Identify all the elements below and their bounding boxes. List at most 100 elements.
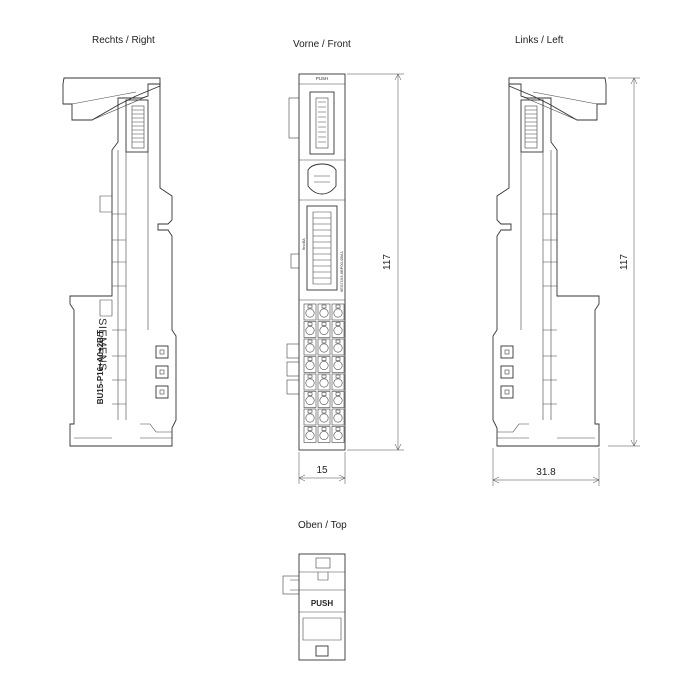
front-side-tab-3 [286, 379, 300, 395]
right-model-text: BU15-P16+A0+2B/T [96, 330, 105, 404]
dimension-15: 15 [316, 465, 328, 476]
terminal-cell [317, 356, 331, 373]
terminal-hole [333, 360, 343, 370]
right-interior-lines [117, 150, 149, 420]
right-connector-pin-lines [132, 109, 144, 143]
right-test-point-2 [155, 365, 169, 379]
front-side-tab-2 [286, 361, 300, 377]
view-title-top: Oben / Top [298, 520, 347, 531]
terminal-hole [333, 325, 343, 335]
terminal-release-slot [335, 392, 341, 396]
terminal-cell [331, 303, 345, 321]
top-indicator-window [315, 645, 329, 657]
view-title-left: Links / Left [515, 35, 564, 46]
terminal-hole [333, 395, 343, 405]
terminal-cell [331, 426, 345, 443]
terminal-release-slot [321, 374, 327, 379]
terminal-cell [303, 321, 317, 338]
terminal-hole [305, 325, 315, 335]
terminal-hole [319, 360, 329, 370]
terminal-release-slot [307, 339, 313, 344]
top-push-label: PUSH [311, 599, 333, 608]
terminal-hole [305, 430, 315, 440]
terminal-hole [333, 413, 343, 423]
terminal-cell [303, 391, 317, 408]
left-side-view [492, 77, 607, 447]
terminal-hole [319, 395, 329, 405]
right-connector-housing [125, 99, 149, 153]
dimension-height-left: 117 [608, 77, 640, 447]
terminal-release-slot [307, 304, 313, 309]
top-section-lines [299, 571, 345, 613]
top-view: PUSH [282, 553, 346, 661]
top-lower-frame [302, 617, 342, 641]
right-test-point-1 [155, 345, 169, 359]
terminal-release-slot [307, 409, 313, 414]
dimension-width-left: 31.8 [492, 448, 600, 486]
terminal-cell [303, 373, 317, 391]
front-side-tab-1 [286, 343, 300, 359]
terminal-cell [303, 426, 317, 443]
terminal-release-slot [321, 357, 327, 361]
right-body-outline [69, 83, 177, 447]
view-title-front: Vorne / Front [293, 39, 351, 50]
terminal-cell [317, 373, 331, 391]
front-view: PUSH 6ES7193-6BP00-0BA1 6ncBA [286, 73, 346, 451]
terminal-release-slot [321, 392, 327, 396]
top-body-outline [298, 553, 346, 661]
front-upper-connector [309, 91, 335, 155]
terminal-cell [303, 303, 317, 321]
terminal-cell [317, 391, 331, 408]
terminal-cell [331, 408, 345, 426]
front-color-code: 6ncBA [301, 238, 306, 250]
terminal-release-slot [321, 339, 327, 344]
terminal-hole [319, 325, 329, 335]
terminal-release-slot [321, 304, 327, 309]
terminal-hole [305, 378, 315, 388]
terminal-release-slot [321, 409, 327, 414]
front-terminal-grid [303, 303, 345, 443]
terminal-release-slot [307, 392, 313, 396]
terminal-release-slot [307, 357, 313, 361]
terminal-cell [317, 408, 331, 426]
terminal-cell [331, 356, 345, 373]
front-middle-connector [306, 205, 338, 291]
terminal-release-slot [307, 322, 313, 326]
terminal-hole [319, 430, 329, 440]
terminal-cell [303, 338, 317, 356]
terminal-release-slot [335, 409, 341, 414]
view-title-right: Rechts / Right [92, 35, 155, 46]
terminal-hole [333, 343, 343, 353]
terminal-cell [317, 426, 331, 443]
terminal-release-slot [335, 357, 341, 361]
terminal-hole [305, 395, 315, 405]
terminal-cell [331, 373, 345, 391]
terminal-release-slot [335, 304, 341, 309]
terminal-cell [303, 356, 317, 373]
terminal-hole [319, 343, 329, 353]
top-latch [315, 557, 331, 569]
right-bottom-clip [74, 423, 172, 439]
terminal-release-slot [335, 427, 341, 431]
right-latch-details [99, 195, 113, 317]
terminal-release-slot [335, 322, 341, 326]
terminal-cell [331, 338, 345, 356]
terminal-release-slot [307, 374, 313, 379]
terminal-hole [319, 378, 329, 388]
terminal-cell [303, 408, 317, 426]
front-article-number: 6ES7193-6BP00-0BA1 [339, 250, 344, 292]
right-connector-pins [131, 105, 145, 149]
terminal-cell [317, 303, 331, 321]
terminal-release-slot [335, 374, 341, 379]
right-test-point-3 [155, 385, 169, 399]
terminal-hole [305, 360, 315, 370]
right-top-lever [62, 77, 161, 121]
front-coding-element [290, 253, 300, 269]
front-side-lug [288, 97, 300, 139]
dimension-117-left: 117 [619, 254, 630, 270]
terminal-release-slot [335, 339, 341, 344]
right-terminal-slots [112, 213, 126, 405]
terminal-cell [331, 391, 345, 408]
terminal-hole [305, 343, 315, 353]
